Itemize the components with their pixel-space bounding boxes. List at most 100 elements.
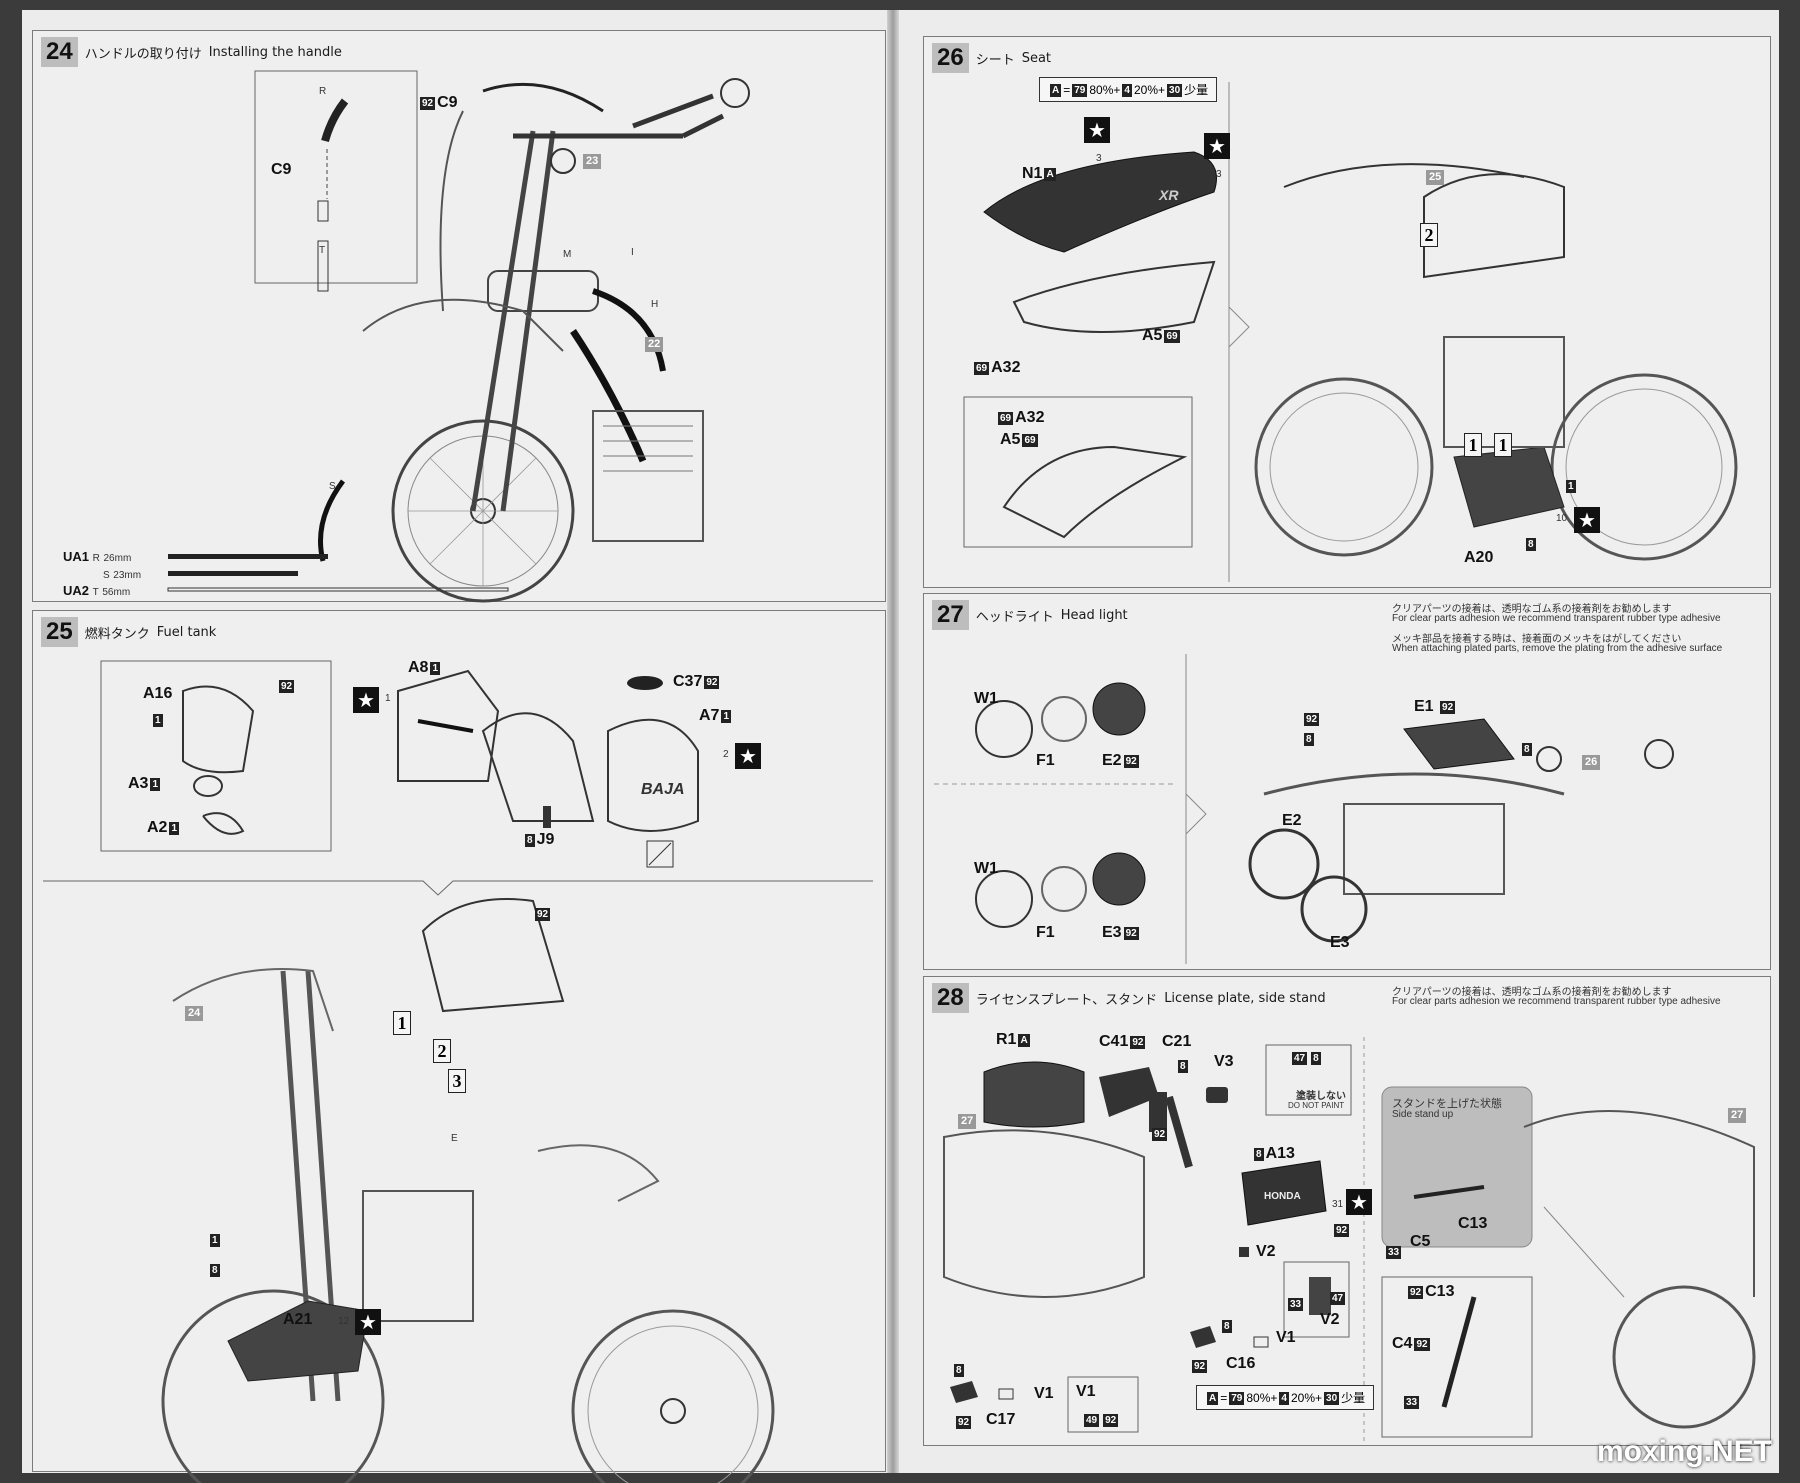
part-label-a16: A16 [143, 685, 173, 702]
color-8: 8 [1526, 538, 1536, 551]
paint-code: 92 [420, 97, 436, 110]
note-clear-parts-jp: クリアパーツの接着は、透明なゴム系の接着剤をお勧めします [1392, 604, 1672, 615]
step-number: 27 [932, 600, 969, 630]
stand-up-title-jp: スタンドを上げた状態 [1392, 1098, 1502, 1110]
step-title-en: Seat [1021, 50, 1052, 66]
part-label-c17: C17 [986, 1411, 1016, 1428]
point-r: R [319, 86, 327, 97]
step-number: 28 [932, 983, 969, 1013]
step-marker-3: 3 [448, 1069, 466, 1093]
color-1: 1 [210, 1234, 220, 1247]
point-i: I [631, 247, 634, 258]
watermark: moxing.NET [1596, 1435, 1772, 1468]
step-title-en: Fuel tank [156, 624, 217, 640]
step-title-en: Installing the handle [208, 44, 342, 60]
step-title-jp: ハンドルの取り付け [84, 46, 202, 62]
step-28-header: 28 ライセンスプレート、スタンド License plate, side st… [932, 983, 1326, 1013]
cable-ua1: UA1 R 26mm [63, 549, 132, 564]
v2-box-color-33: 33 [1288, 1298, 1304, 1311]
part-label-v3: V3 [1214, 1053, 1234, 1070]
point-t: T [319, 245, 326, 256]
part-code: C9 [437, 94, 458, 111]
color-92-b: 92 [1334, 1224, 1350, 1237]
paint-92: 92 [535, 908, 551, 921]
step-24-illustration [167, 70, 750, 603]
step-28-panel: 28 ライセンスプレート、スタンド License plate, side st… [923, 976, 1771, 1446]
v2-box-color-47: 47 [1330, 1292, 1346, 1305]
page-gutter [887, 10, 899, 1473]
step-title-jp: シート [975, 52, 1015, 68]
paint-inset-92: 92 [279, 680, 295, 693]
decal-31: 31 [1332, 1199, 1344, 1210]
step-title-en: Head light [1060, 607, 1128, 623]
part-label-v1b: V1 [1034, 1385, 1054, 1402]
decal-10: 10 [1556, 513, 1568, 524]
note-clear-parts-en: For clear parts adhesion we recommend tr… [1392, 613, 1721, 624]
part-label-v1: V1 [1276, 1329, 1296, 1346]
reference-step-23: 23 [583, 151, 602, 169]
decal-star-icon: ★ [355, 1309, 381, 1335]
decal-star-icon: ★ [1204, 133, 1230, 159]
step-27-illustration [934, 654, 1674, 964]
reference-step-26: 26 [1582, 752, 1601, 770]
step-title-jp: ライセンスプレート、スタンド [975, 992, 1158, 1008]
step-title-jp: ヘッドライト [975, 609, 1054, 625]
color-a16: 1 [153, 714, 163, 727]
part-label-e3-right: E3 [1330, 934, 1350, 951]
stand-up-title-en: Side stand up [1392, 1109, 1454, 1120]
step-marker-2: 2 [433, 1039, 451, 1063]
step-number: 26 [932, 43, 969, 73]
bottom-color-33: 33 [1404, 1396, 1420, 1409]
part-label-e1: E1 92 [1414, 698, 1456, 715]
step-25-header: 25 燃料タンク Fuel tank [41, 617, 216, 647]
part-label-w1: W1 [974, 690, 998, 707]
step-27-header: 27 ヘッドライト Head light [932, 600, 1128, 630]
color-8b: 8 [1522, 743, 1532, 756]
color-c16-92: 92 [1192, 1360, 1208, 1373]
point-s: S [329, 481, 336, 492]
step-24-header: 24 ハンドルの取り付け Installing the handle [41, 37, 342, 67]
reference-step-27-stand: 27 [1728, 1105, 1747, 1123]
step-27-panel: 27 ヘッドライト Head light クリアパーツの接着は、透明なゴム系の接… [923, 593, 1771, 970]
decal-2: 2 [723, 749, 729, 760]
step-marker-1a: 1 [1464, 433, 1482, 457]
decal-1: 1 [385, 693, 391, 704]
no-paint-en: DO NOT PAINT [1288, 1101, 1345, 1110]
v1-box-label: V1 [1076, 1383, 1096, 1400]
step-28-illustration [943, 1037, 1756, 1442]
part-label-v2: V2 [1256, 1243, 1276, 1260]
point-e: E [451, 1133, 458, 1144]
part-label-w1-lower: W1 [974, 860, 998, 877]
color-8: 8 [210, 1264, 220, 1277]
cable-s: S 23mm [103, 570, 142, 581]
color-92-a: 92 [1152, 1128, 1168, 1141]
no-paint-jp: 塗装しない [1296, 1091, 1346, 1102]
step-marker-1: 1 [393, 1011, 411, 1035]
reference-step-22: 22 [645, 334, 664, 352]
color-8a: 8 [1304, 733, 1314, 746]
point-m: M [563, 249, 572, 260]
part-label-a21: A21 [283, 1311, 313, 1328]
decal-3a: 3 [1096, 153, 1102, 164]
step-marker-2: 2 [1420, 223, 1438, 247]
part-label-a20: A20 [1464, 549, 1494, 566]
color-c17-8: 8 [954, 1364, 964, 1377]
step-number: 25 [41, 617, 78, 647]
